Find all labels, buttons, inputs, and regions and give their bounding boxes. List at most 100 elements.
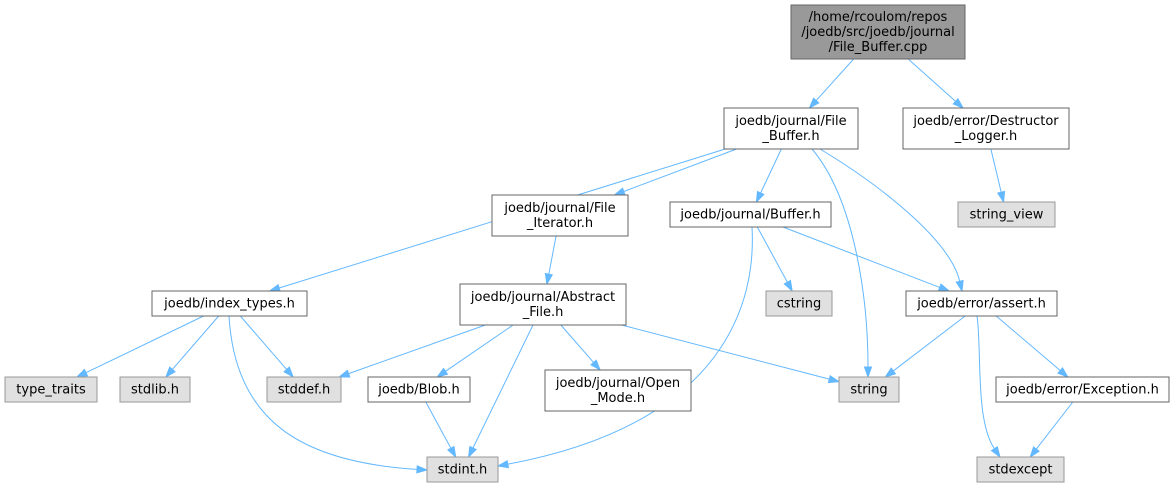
node-box (976, 456, 1065, 483)
node-file-buffer-h[interactable]: joedb/journal/File_Buffer.h (723, 107, 859, 150)
edge-destructor-logger-h-to-string-view (990, 148, 1006, 204)
node-box (838, 376, 900, 403)
edge-arrowhead (755, 190, 765, 204)
edge-arrowhead (496, 459, 510, 469)
edge-assert-h-to-string (884, 315, 966, 378)
edge-arrowhead (863, 366, 873, 379)
node-box (723, 107, 859, 150)
edge-abstract-file-h-to-open-mode-h (560, 324, 602, 372)
node-stdexcept: stdexcept (976, 456, 1065, 483)
edge-arrowhead (337, 369, 351, 378)
node-label: joedb/journal/Abstract (470, 290, 615, 305)
node-string: string (838, 376, 900, 403)
edge-arrowhead (268, 283, 281, 292)
node-string-view: string_view (957, 201, 1056, 228)
node-label: joedb/error/assert.h (916, 297, 1046, 312)
node-box (459, 283, 627, 326)
edge-arrowhead (955, 279, 964, 293)
edge-line (976, 315, 995, 449)
edge-abstract-file-h-to-stddef-h (337, 324, 486, 378)
node-open-mode-h[interactable]: joedb/journal/Open_Mode.h (544, 369, 692, 412)
node-label: stddef.h (278, 383, 330, 398)
edge-line (892, 315, 966, 372)
edge-arrowhead (590, 359, 602, 372)
edge-line (811, 148, 869, 368)
edge-abstract-file-h-to-stdint-h (467, 324, 534, 459)
node-assert-h[interactable]: joedb/error/assert.h (905, 290, 1058, 317)
edge-line (623, 148, 737, 192)
edge-arrowhead (446, 445, 457, 459)
edge-arrowhead (416, 465, 429, 474)
node-exception-h[interactable]: joedb/error/Exception.h (995, 376, 1170, 403)
edge-line (472, 324, 534, 449)
edge-arrowhead (884, 367, 897, 378)
edge-line (760, 148, 782, 194)
node-box (266, 376, 342, 403)
edge-line (815, 58, 855, 101)
node-box (790, 4, 966, 60)
node-label: type_traits (16, 383, 86, 398)
edge-file-buffer-h-to-string (811, 148, 873, 379)
edge-line (228, 315, 418, 470)
edge-arrowhead (827, 374, 841, 384)
node-box (119, 376, 191, 403)
node-stddef-h: stddef.h (266, 376, 342, 403)
edge-line (348, 324, 486, 375)
node-box (765, 290, 833, 317)
edge-arrowhead (783, 279, 793, 293)
edge-file-iterator-h-to-abstract-file-h (544, 235, 557, 286)
node-abstract-file-h[interactable]: joedb/journal/Abstract_File.h (459, 283, 627, 326)
node-index-types-h[interactable]: joedb/index_types.h (151, 290, 308, 317)
node-label: stdexcept (989, 463, 1053, 478)
node-box (902, 107, 1070, 150)
node-buffer-h[interactable]: joedb/journal/Buffer.h (669, 201, 832, 228)
node-file-iterator-h[interactable]: joedb/journal/File_Iterator.h (491, 194, 629, 237)
edge-buffer-h-to-assert-h (782, 226, 951, 292)
node-label: joedb/journal/Open (555, 376, 680, 391)
node-box (995, 376, 1170, 403)
edge-abstract-file-h-to-string (621, 324, 841, 384)
node-stdint-h: stdint.h (426, 456, 499, 483)
node-label: string_view (970, 208, 1044, 223)
node-blob-h[interactable]: joedb/Blob.h (367, 376, 471, 403)
node-box (544, 369, 692, 412)
edge-arrowhead (1057, 366, 1069, 378)
edge-line (560, 324, 594, 363)
edge-arrowhead (937, 283, 951, 292)
edge-index-types-h-to-stdlib-h (164, 315, 220, 379)
node-box (367, 376, 471, 403)
node-box (151, 290, 308, 317)
edge-line (782, 226, 940, 288)
node-label: joedb/error/Exception.h (1005, 383, 1159, 398)
node-type-traits: type_traits (4, 376, 98, 403)
edge-arrowhead (75, 368, 89, 378)
edge-line (1035, 401, 1074, 450)
node-label: /File_Buffer.cpp (829, 40, 928, 55)
node-label: joedb/Blob.h (377, 383, 460, 398)
edge-line (756, 226, 788, 283)
edge-file-buffer-h-to-assert-h (819, 148, 964, 293)
edge-root-to-destructor-logger-h (907, 58, 965, 110)
edge-line (85, 315, 204, 374)
edge-buffer-h-to-stdint-h (496, 226, 753, 469)
node-destructor-logger-h[interactable]: joedb/error/Destructor_Logger.h (902, 107, 1070, 150)
node-box (426, 456, 499, 483)
edge-assert-h-to-exception-h (995, 315, 1069, 378)
edge-arrowhead (808, 97, 820, 110)
node-label: _Buffer.h (761, 129, 819, 144)
edge-exception-h-to-stdexcept (1029, 401, 1074, 459)
edge-arrowhead (467, 445, 477, 459)
node-stdlib-h: stdlib.h (119, 376, 191, 403)
node-label: _File.h (522, 305, 564, 320)
edge-assert-h-to-stdexcept (976, 315, 1001, 459)
edge-root-to-file-buffer-h (808, 58, 855, 110)
edge-arrowhead (996, 190, 1006, 204)
node-box (4, 376, 98, 403)
node-label: cstring (777, 297, 821, 312)
edge-line (548, 235, 557, 275)
node-box (669, 201, 832, 228)
edge-abstract-file-h-to-blob-h (435, 324, 514, 378)
node-root[interactable]: /home/rcoulom/repos/joedb/src/joedb/jour… (790, 4, 966, 60)
node-box (491, 194, 629, 237)
